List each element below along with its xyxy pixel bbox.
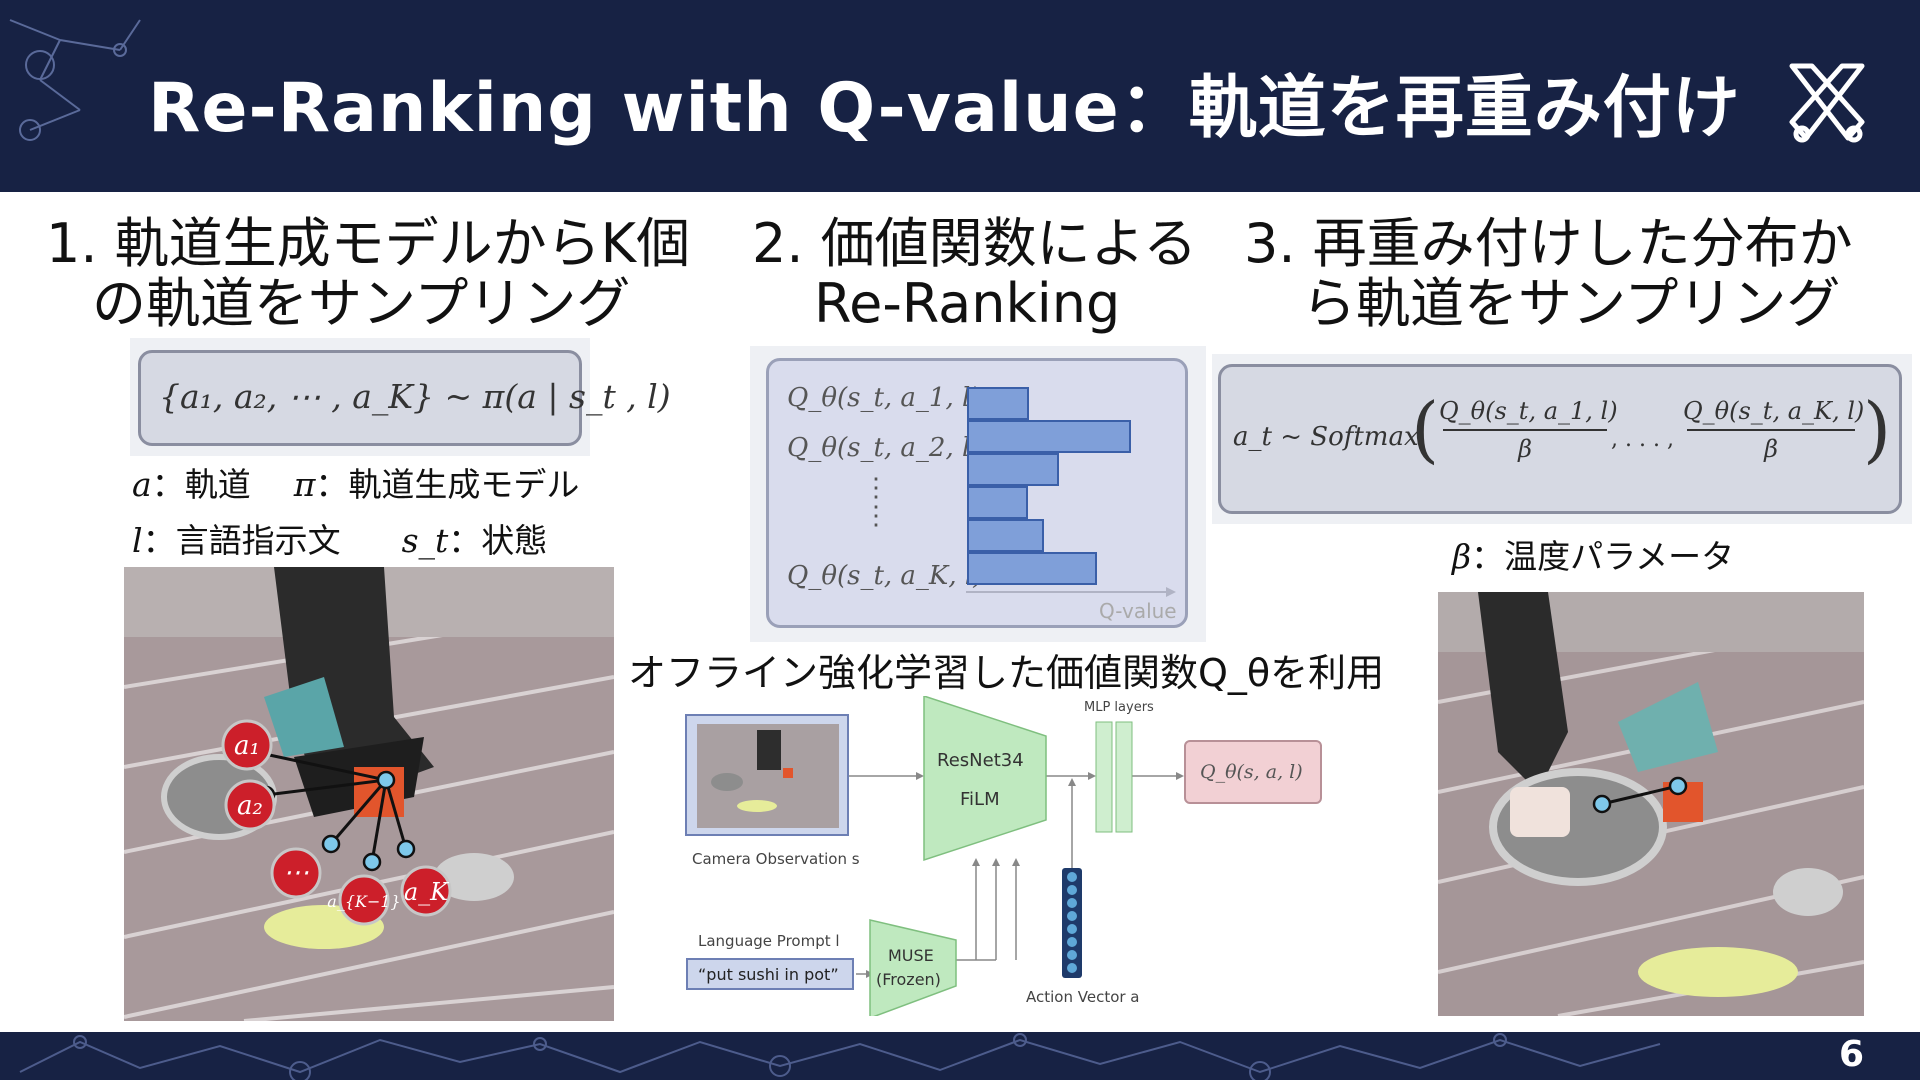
fraction-1: Q_θ(s_t, a_1, l) β (1439, 397, 1618, 463)
resnet-label: ResNet34 (937, 750, 1024, 771)
qvalue-bar-6 (967, 552, 1097, 585)
fracK-den: β (1764, 435, 1778, 463)
legend-a-desc: ：軌道 (151, 465, 251, 504)
robot-scene-right (1438, 592, 1864, 1016)
fracK-num: Q_θ(s_t, a_K, l) (1683, 397, 1865, 425)
q-label-K: Q_θ(s_t, a_K, l) (787, 561, 984, 591)
mlp-layer-2 (1115, 721, 1133, 833)
frac1-den: β (1518, 435, 1532, 463)
legend-pi-symbol: π (293, 465, 316, 504)
paren-left: ( (1411, 387, 1440, 471)
marker-a2: a₂ (237, 791, 263, 821)
legend-beta-desc: ：温度パラメータ (1471, 537, 1735, 576)
q-output-label: Q_θ(s, a, l) (1200, 761, 1303, 783)
slide-title: Re-Ranking with Q-value：軌道を再重み付け (148, 69, 1741, 148)
legend-pi-desc: ：軌道生成モデル (315, 465, 580, 504)
qvalue-bar-5 (967, 519, 1044, 552)
crossed-tools-logo (1789, 63, 1865, 143)
muse-label: MUSE (888, 946, 934, 965)
footer-network-decoration (19, 1033, 1661, 1083)
legend-s-desc: ：状態 (448, 521, 548, 560)
legend-l-symbol: l (132, 521, 143, 560)
marker-aK: a_K (404, 878, 450, 906)
qvalue-bar-4 (967, 486, 1028, 519)
marker-aK-1: a_{K−1} (327, 892, 400, 911)
step1-formula: {a₁, a₂, ⋯ , a_K} ~ π(a | s_t , l) (159, 377, 671, 416)
qvalue-bar-2 (967, 420, 1131, 453)
mlp-layer-1 (1095, 721, 1113, 833)
formula-dots: , . . . , (1611, 427, 1674, 452)
robot-photo-right (1438, 592, 1864, 1016)
robot-scene-left: a₁ a₂ ⋯ a_{K−1} a_K (124, 567, 614, 1021)
resnet-block (923, 696, 1047, 862)
step1-legend-line2: l：言語指示文 s_t：状態 (132, 514, 547, 562)
marker-dots: ⋯ (283, 858, 309, 888)
q-output-box: Q_θ(s, a, l) (1184, 740, 1322, 804)
q-vdots-2: ⋮ (863, 501, 889, 531)
q-label-1: Q_θ(s_t, a_1, l) (787, 383, 981, 413)
step3-heading-line1: 3. 再重み付けした分布か (1244, 212, 1853, 275)
legend-beta-symbol: β (1452, 537, 1472, 576)
frac1-bar (1443, 429, 1607, 431)
footer-bar (0, 1032, 1920, 1083)
legend-s-symbol: s_t (401, 521, 449, 560)
fraction-K: Q_θ(s_t, a_K, l) β (1683, 397, 1865, 463)
paren-right: ) (1863, 387, 1892, 471)
camera-label: Camera Observation s (692, 850, 860, 868)
q-vdots-1: ⋮ (863, 473, 889, 503)
action-vector (1062, 868, 1082, 978)
step2-heading-line1: 2. 価値関数による (752, 212, 1198, 275)
camera-frame (685, 714, 849, 836)
qvalue-bars (967, 387, 1167, 587)
fracK-bar (1687, 429, 1855, 431)
mlp-label: MLP layers (1084, 700, 1154, 715)
step3-heading-line2: ら軌道をサンプリング (1302, 272, 1841, 335)
qvalue-bar-1 (967, 387, 1029, 420)
action-vector-label: Action Vector a (1026, 988, 1140, 1006)
architecture-diagram: Camera Observation s ResNet34 FiLM (680, 696, 1322, 1016)
muse-frozen-label: (Frozen) (876, 970, 941, 989)
step1-legend-line1: a：軌道 π：軌道生成モデル (132, 458, 579, 506)
robot-photo-left: a₁ a₂ ⋯ a_{K−1} a_K (124, 567, 614, 1021)
film-label: FiLM (960, 789, 1000, 810)
qvalue-axis (966, 587, 1176, 597)
step3-formula-box: a_t ~ Softmax ( Q_θ(s_t, a_1, l) β , . .… (1218, 364, 1902, 514)
step1-formula-box: {a₁, a₂, ⋯ , a_K} ~ π(a | s_t , l) (138, 350, 671, 446)
beta-legend: β：温度パラメータ (1452, 530, 1734, 578)
qvalue-bar-3 (967, 453, 1059, 486)
step2-heading-line2: Re-Ranking (814, 272, 1121, 335)
page-number: 6 (1838, 1034, 1864, 1075)
q-label-2: Q_θ(s_t, a_2, l) (787, 433, 981, 463)
camera-thumbnail (697, 724, 839, 828)
prompt-text: “put sushi in pot” (698, 965, 839, 984)
legend-a-symbol: a (132, 465, 152, 504)
architecture-arrows (849, 696, 1184, 1016)
muse-block (869, 919, 957, 1016)
qvalue-axis-label: Q-value (1099, 599, 1177, 623)
language-prompt-label: Language Prompt l (698, 932, 840, 950)
step1-heading-line1: 1. 軌道生成モデルからK個 (46, 212, 691, 275)
step1-heading-line2: の軌道をサンプリング (92, 272, 631, 335)
action-vector-units (1067, 872, 1077, 973)
marker-a1: a₁ (234, 731, 260, 761)
offline-rl-caption: オフライン強化学習した価値関数Q_θを利用 (628, 651, 1385, 695)
qvalue-chart-box: Q_θ(s_t, a_1, l) Q_θ(s_t, a_2, l) ⋮ ⋮ Q_… (766, 358, 1188, 628)
softmax-lhs: a_t ~ Softmax (1233, 422, 1419, 452)
network-decoration (9, 19, 141, 141)
frac1-num: Q_θ(s_t, a_1, l) (1439, 397, 1618, 425)
prompt-box: “put sushi in pot” (686, 958, 854, 990)
header-bar: Re-Ranking with Q-value：軌道を再重み付け (0, 0, 1920, 192)
legend-l-desc: ：言語指示文 (142, 521, 341, 560)
